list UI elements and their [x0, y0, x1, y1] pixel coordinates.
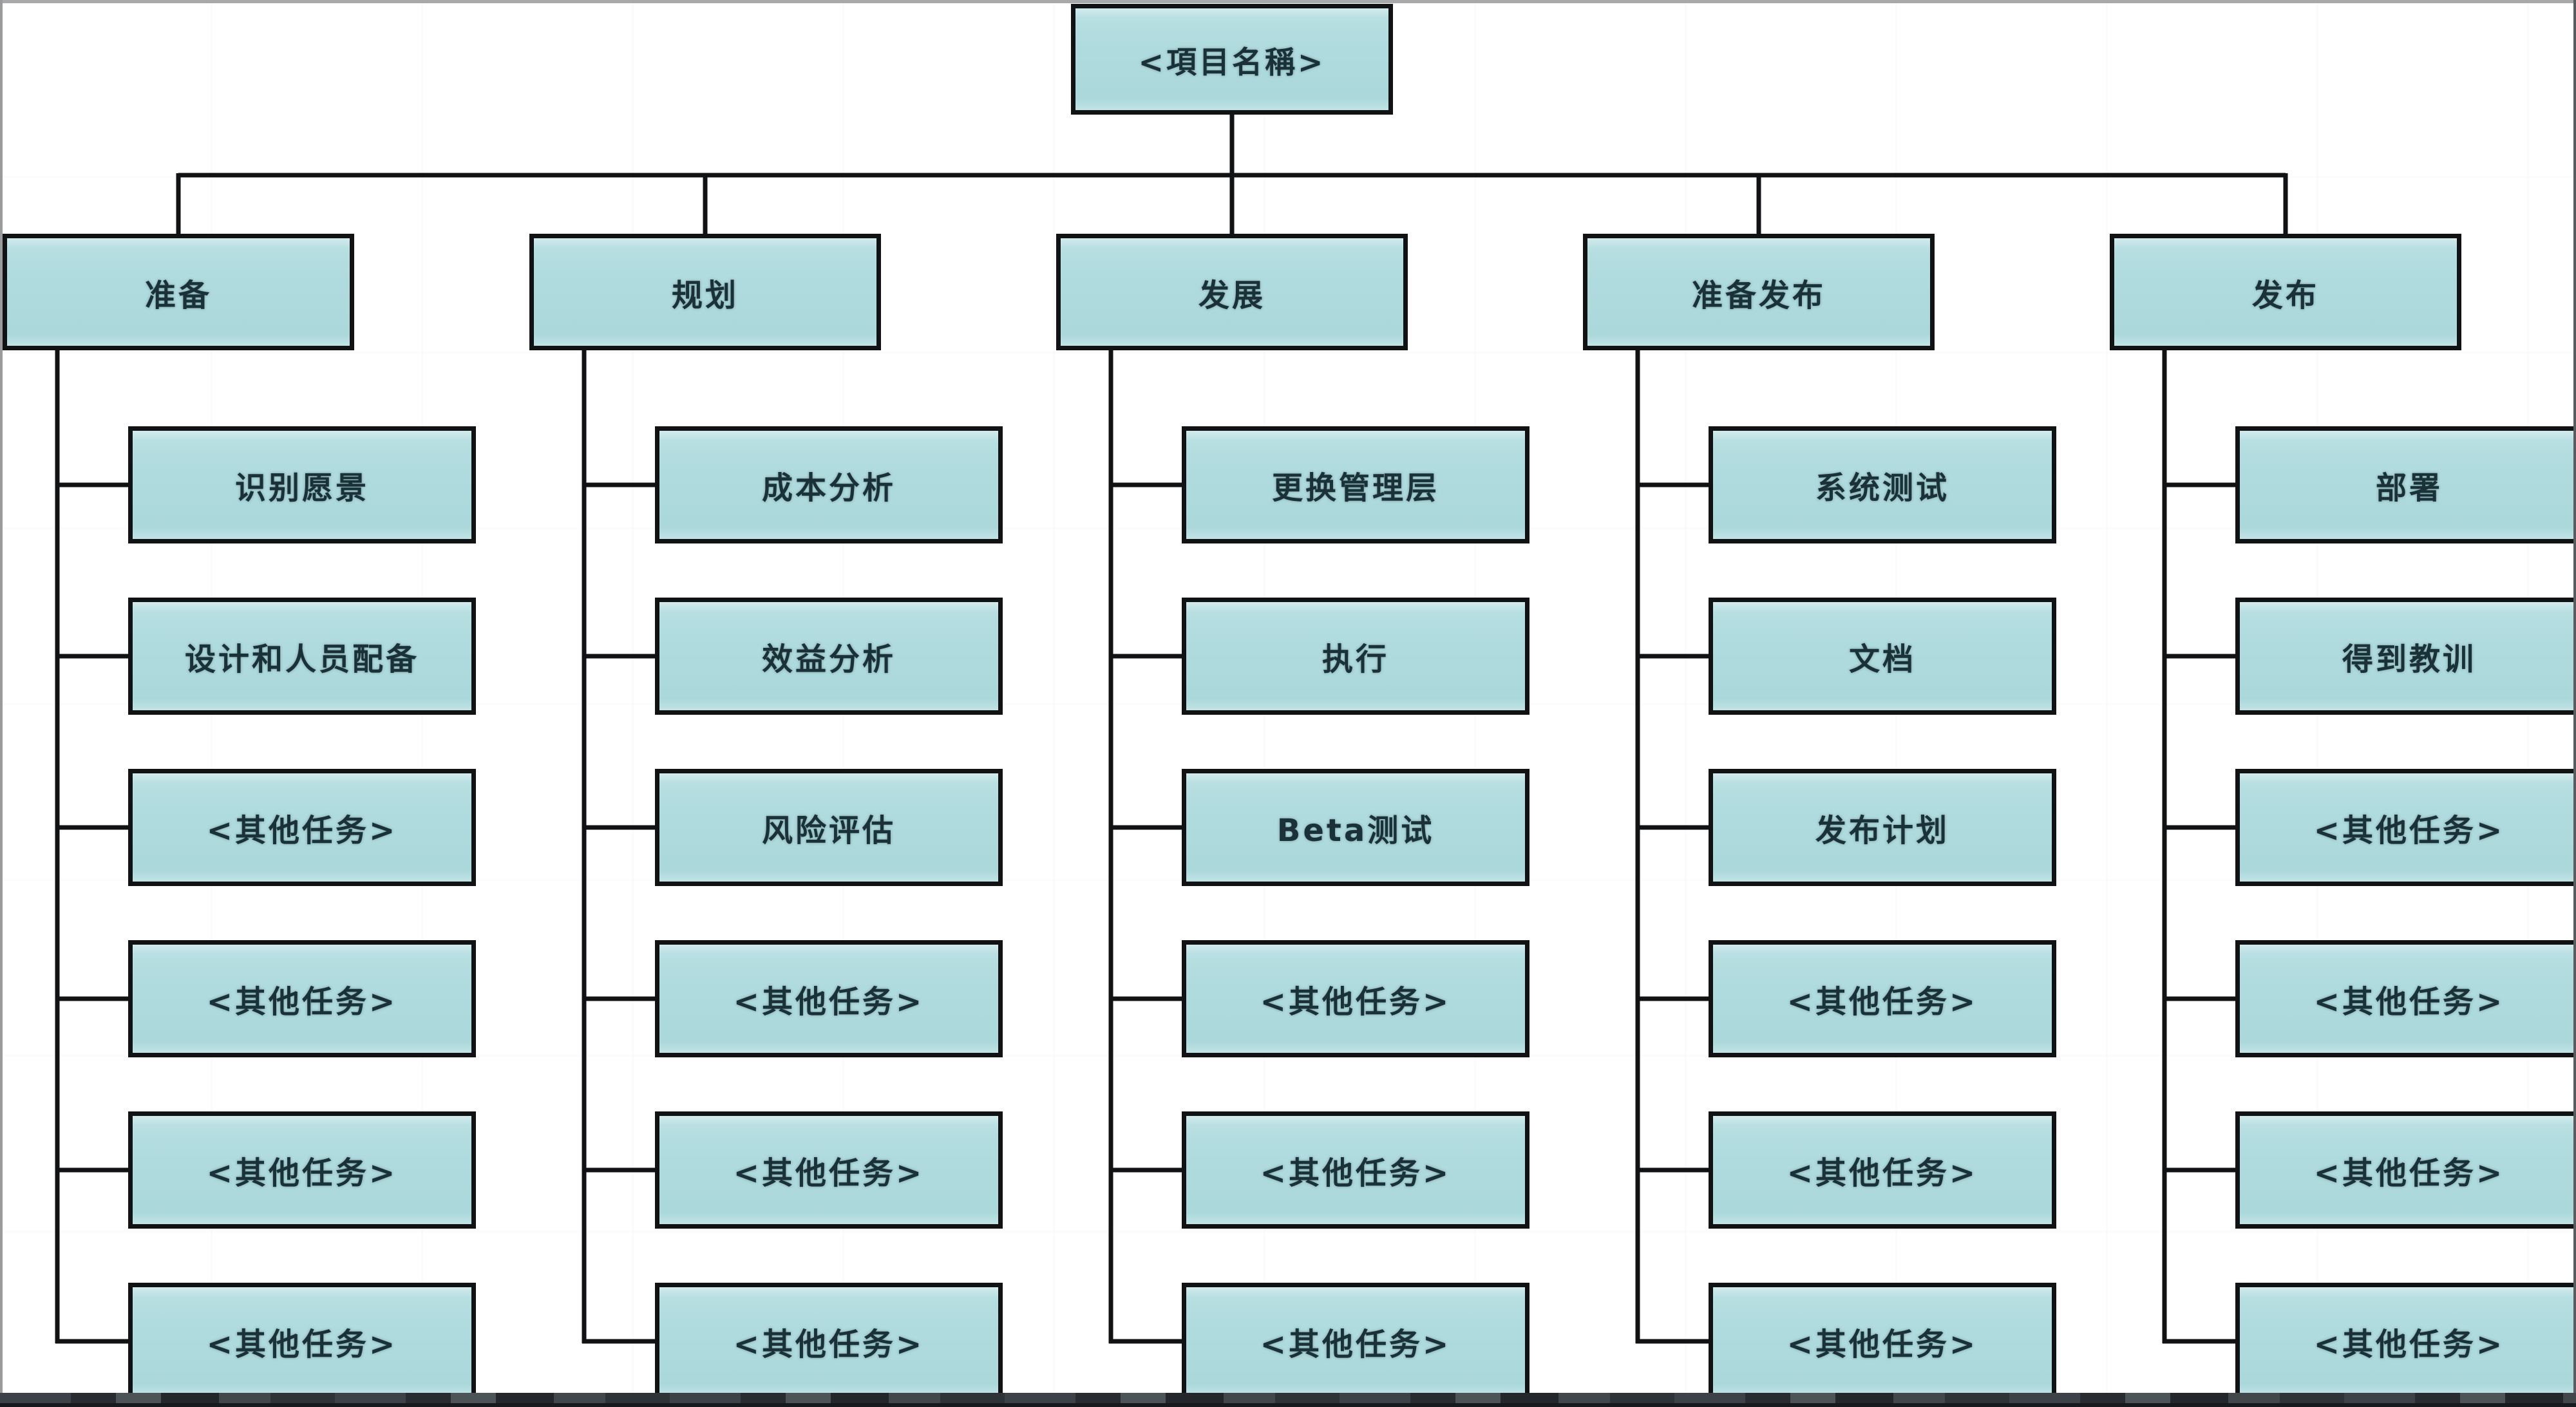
task-box: 效益分析 — [655, 598, 1003, 715]
task-label: 系统测试 — [1815, 470, 1949, 506]
task-box: 执行 — [1182, 598, 1530, 715]
phase-label: 准备发布 — [1691, 277, 1826, 314]
task-label: <其他任务> — [2313, 1327, 2505, 1363]
task-label: 得到教训 — [2342, 641, 2476, 677]
bottom-artifact-strip — [0, 1393, 2576, 1407]
task-box: 识别愿景 — [128, 426, 476, 543]
task-box: <其他任务> — [128, 940, 476, 1057]
task-box: 得到教训 — [2235, 598, 2576, 715]
task-box: <其他任务> — [128, 769, 476, 886]
task-label: <其他任务> — [1786, 1155, 1978, 1191]
task-label: 执行 — [1321, 641, 1389, 677]
task-box: <其他任务> — [2235, 1283, 2576, 1400]
task-label: <其他任务> — [206, 984, 398, 1020]
task-label: Beta测试 — [1276, 813, 1435, 849]
phase-label: 发布 — [2251, 277, 2319, 314]
task-label: 识别愿景 — [234, 470, 369, 506]
task-box: 文档 — [1709, 598, 2056, 715]
task-label: 成本分析 — [761, 470, 896, 506]
task-box: <其他任务> — [128, 1283, 476, 1400]
task-box: 部署 — [2235, 426, 2576, 543]
root-node-label: <項目名稱> — [1138, 44, 1326, 80]
task-label: <其他任务> — [733, 1327, 925, 1363]
task-label: 文档 — [1848, 641, 1916, 677]
task-label: <其他任务> — [1260, 984, 1452, 1020]
task-label: 更换管理层 — [1271, 470, 1439, 506]
task-box: <其他任务> — [128, 1111, 476, 1229]
task-label: <其他任务> — [2313, 984, 2505, 1020]
task-box: 系统测试 — [1709, 426, 2056, 543]
task-box: <其他任务> — [1182, 1283, 1530, 1400]
task-box: <其他任务> — [2235, 1111, 2576, 1229]
task-label: <其他任务> — [1786, 984, 1978, 1020]
phase-box-release: 发布 — [2110, 234, 2461, 350]
task-box: <其他任务> — [1709, 1283, 2056, 1400]
task-box: <其他任务> — [2235, 769, 2576, 886]
task-box: <其他任务> — [1709, 1111, 2056, 1229]
task-box: <其他任务> — [1182, 940, 1530, 1057]
task-box: <其他任务> — [655, 1283, 1003, 1400]
task-box: 风险评估 — [655, 769, 1003, 886]
task-label: 风险评估 — [761, 813, 896, 849]
task-label: 部署 — [2375, 470, 2443, 506]
task-label: <其他任务> — [1260, 1327, 1452, 1363]
task-box: 成本分析 — [655, 426, 1003, 543]
task-box: 更换管理层 — [1182, 426, 1530, 543]
phase-label: 规划 — [671, 277, 739, 314]
task-box: <其他任务> — [1709, 940, 2056, 1057]
task-box: 设计和人员配备 — [128, 598, 476, 715]
phase-label: 准备 — [144, 277, 212, 314]
task-label: <其他任务> — [2313, 813, 2505, 849]
phase-label: 发展 — [1198, 277, 1265, 314]
phase-box-development: 发展 — [1056, 234, 1408, 350]
task-box: Beta测试 — [1182, 769, 1530, 886]
task-box: <其他任务> — [655, 940, 1003, 1057]
task-box: <其他任务> — [1182, 1111, 1530, 1229]
task-label: 效益分析 — [761, 641, 896, 677]
phase-box-prepare-release: 准备发布 — [1583, 234, 1935, 350]
task-label: <其他任务> — [733, 1155, 925, 1191]
task-label: <其他任务> — [2313, 1155, 2505, 1191]
task-box: 发布计划 — [1709, 769, 2056, 886]
root-node: <項目名稱> — [1071, 4, 1393, 115]
phase-box-preparation: 准备 — [3, 234, 354, 350]
task-label: <其他任务> — [206, 813, 398, 849]
task-label: <其他任务> — [1260, 1155, 1452, 1191]
task-label: <其他任务> — [733, 984, 925, 1020]
task-box: <其他任务> — [2235, 940, 2576, 1057]
task-label: <其他任务> — [206, 1327, 398, 1363]
task-label: <其他任务> — [1786, 1327, 1978, 1363]
task-box: <其他任务> — [655, 1111, 1003, 1229]
phase-box-planning: 规划 — [529, 234, 881, 350]
task-label: 发布计划 — [1815, 813, 1949, 849]
task-label: 设计和人员配备 — [184, 641, 419, 677]
task-label: <其他任务> — [206, 1155, 398, 1191]
